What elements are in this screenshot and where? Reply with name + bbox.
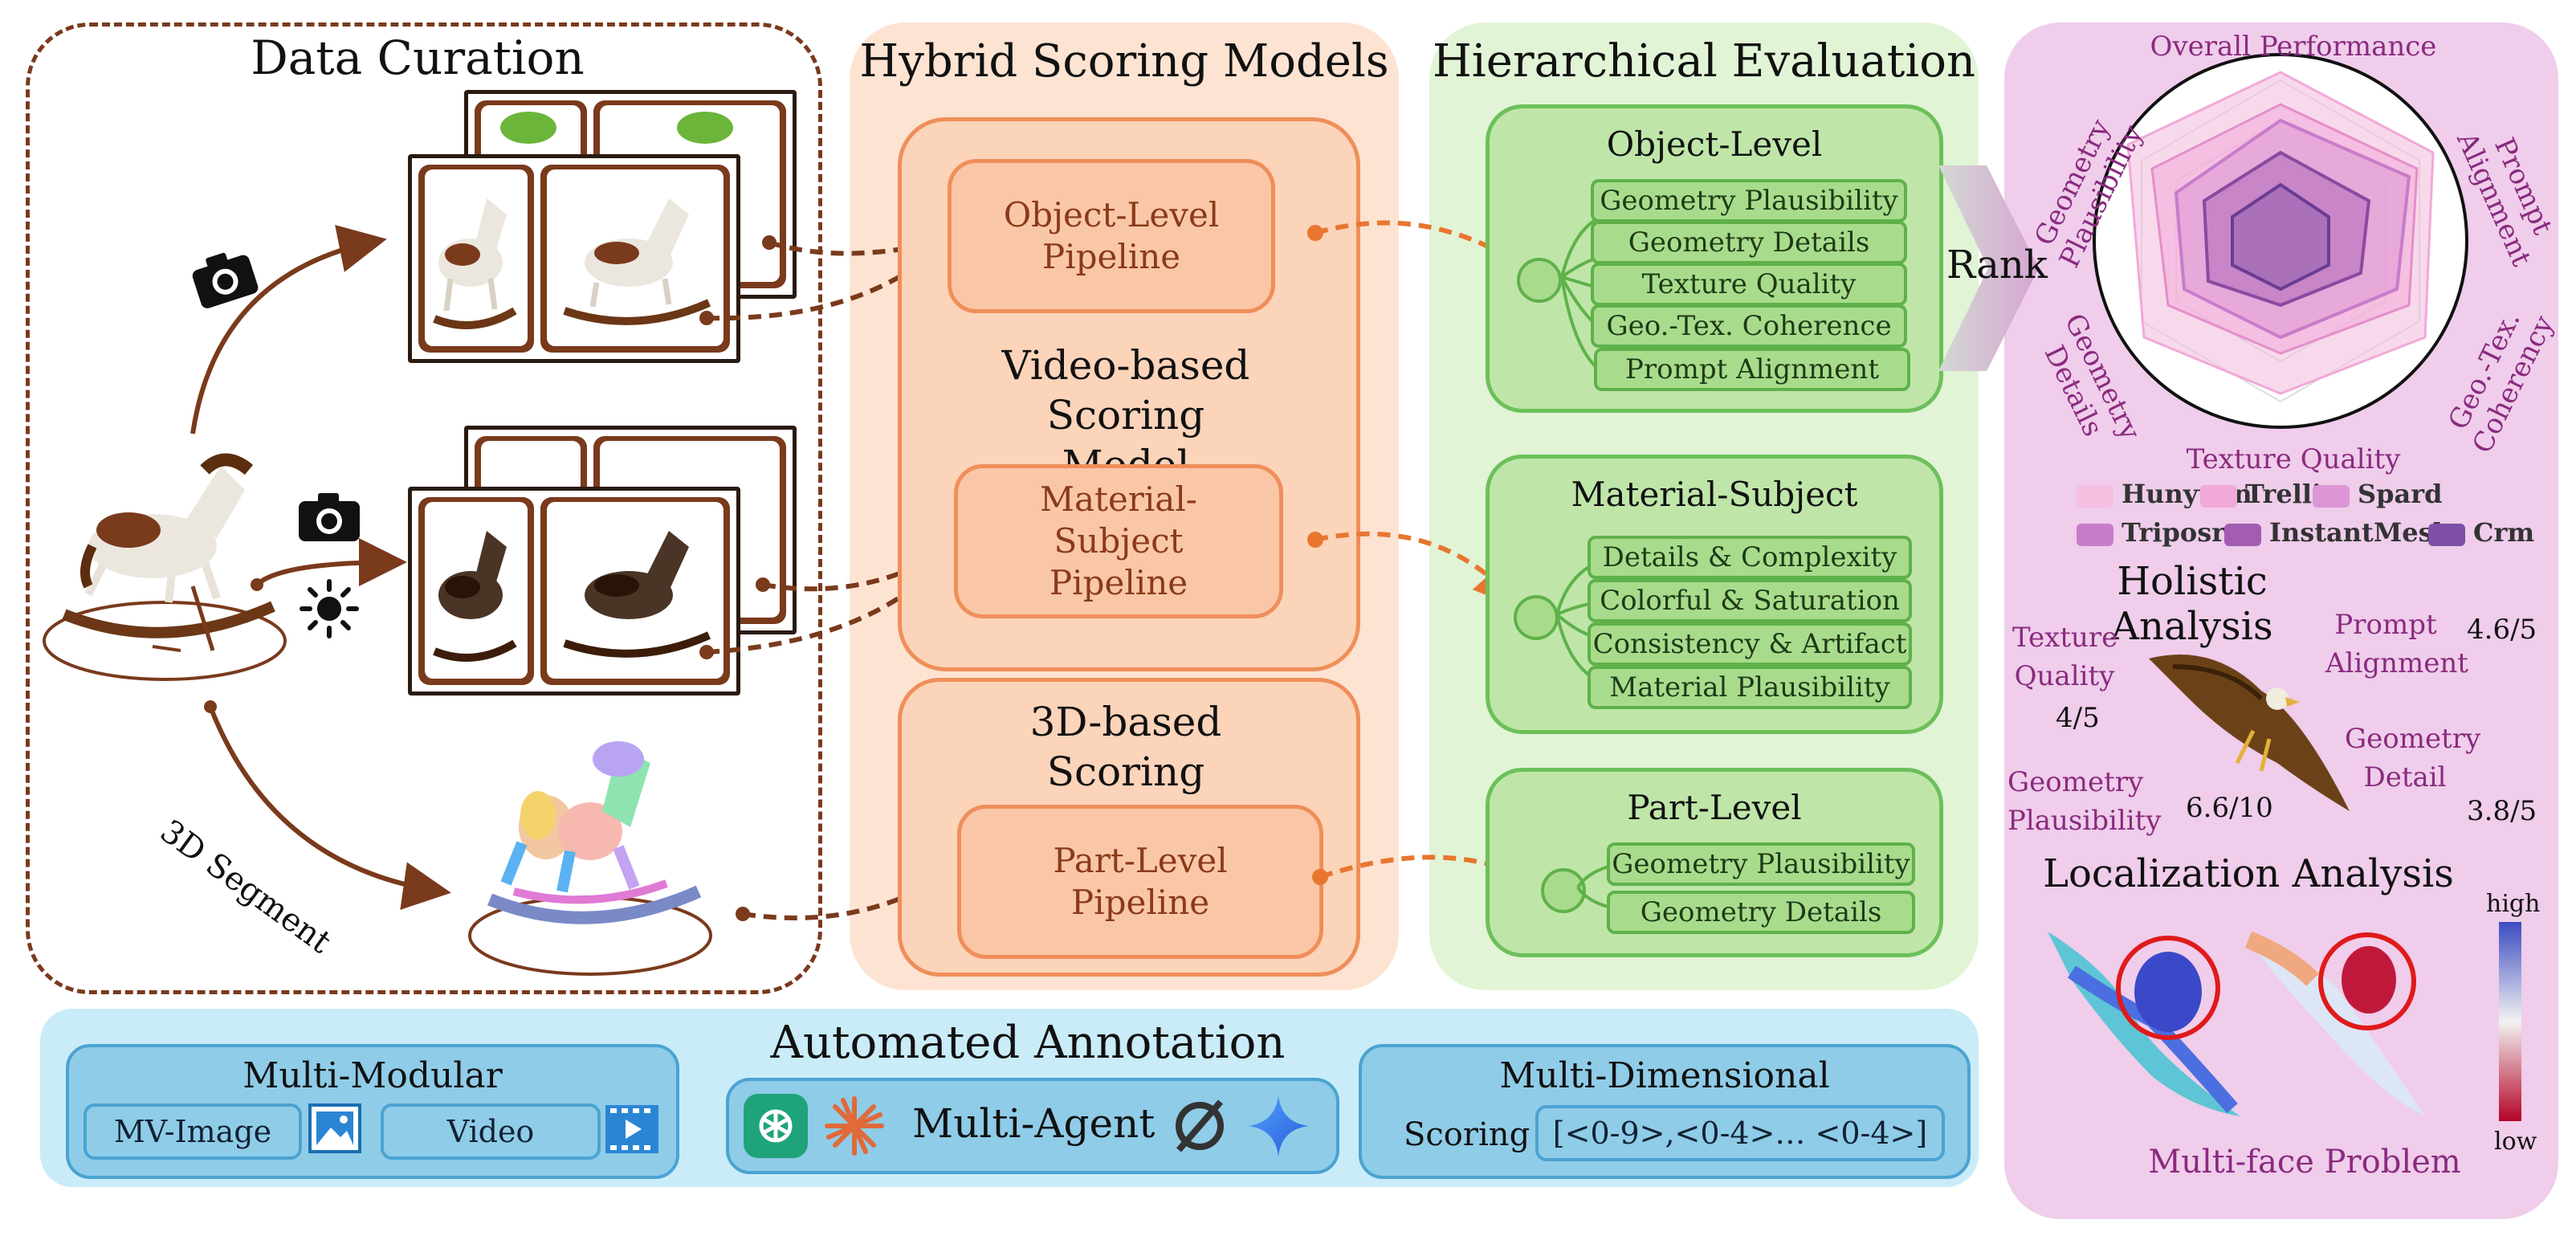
metric-prompt-alignment: Prompt Alignment [1594,348,1910,391]
scoring-title: Hybrid Scoring Models [859,35,1389,88]
camera-icon [299,493,360,541]
image-icon [308,1103,361,1153]
eagle-image [2149,655,2350,811]
metric-material-plausibility: Material Plausibility [1588,666,1912,709]
legend-label: Crm [2473,517,2535,548]
green-object-image [677,112,733,144]
chatgpt-icon [744,1094,808,1158]
eval-group-material-subject: Material-Subject Details & Complexity Co… [1486,455,1943,734]
legend-item: Triposr [2077,517,2225,548]
multi-agent-label: Multi-Agent [912,1100,1156,1147]
holistic-geodetail-label: Geometry Detail [2345,723,2481,793]
curation-to-scoring-connectors [699,226,963,921]
eval-group-title: Part-Level [1627,788,1802,827]
holistic-texture-label: Texture Quality [2012,622,2118,692]
video-label: Video [446,1114,535,1149]
radar-chart [2093,53,2468,429]
metric-geometry-plausibility: Geometry Plausibility [1591,179,1907,222]
eval-group-part-level: Part-Level Geometry Plausibility Geometr… [1486,768,1943,957]
scoring-range-chip: [<0-9>,<0-4>… <0-4>] [1535,1105,1945,1161]
metric-geo-tex-coherence: Geo.-Tex. Coherence [1591,304,1907,348]
rank-chevron [1938,165,2039,371]
gemini-icon [1248,1095,1309,1156]
holistic-prompt-label: Prompt Alignment [2325,609,2468,679]
object-level-pipeline-label: Object-Level Pipeline [1003,195,1220,276]
horse-view-image [433,531,517,662]
scoring-range-label: [<0-9>,<0-4>… <0-4>] [1552,1116,1928,1151]
legend-label: InstantMesh [2269,517,2452,548]
heat-colorbar [2499,922,2521,1121]
holistic-geodetail-score: 3.8/5 [2467,795,2537,827]
metric-colorful-saturation: Colorful & Saturation [1588,579,1912,622]
horse-view-image [563,198,711,325]
colorbar-low-label: low [2494,1128,2537,1156]
horse-view-image [433,198,517,329]
metric-consistency-artifact: Consistency & Artifact [1588,622,1912,666]
holistic-geoplaus-label: Geometry Plausibility [2007,766,2162,837]
mv-image-chip: MV-Image [84,1103,302,1160]
eval-group-object-level: Object-Level Geometry Plausibility Geome… [1486,104,1943,413]
video-scoring-model-label: Video-based Scoring Model [1001,342,1250,488]
eval-group-title: Material-Subject [1571,475,1858,514]
multi-face-caption: Multi-face Problem [2148,1144,2461,1181]
holistic-analysis-title: Holistic Analysis [2111,559,2273,649]
mv-image-label: MV-Image [113,1114,272,1149]
metric-details-complexity: Details & Complexity [1588,536,1912,579]
radar-axis-label: Texture Quality [2186,443,2401,475]
mv-image-frame-front [408,154,740,363]
holistic-geoplaus-score: 6.6/10 [2186,792,2273,824]
legend-item: InstantMesh [2224,517,2452,548]
part-level-pipeline-label: Part-Level Pipeline [1053,841,1228,922]
mv-image-frame-front-lit [408,487,740,695]
multi-dimensional-title: Multi-Dimensional [1499,1055,1830,1096]
metric-texture-quality: Texture Quality [1591,263,1907,306]
holistic-prompt-score: 4.6/5 [2467,614,2537,646]
sun-icon [300,579,359,638]
holistic-texture-score: 4/5 [2056,702,2100,734]
data-curation-title: Data Curation [251,31,585,85]
rank-label: Rank [1946,243,2048,288]
scoring-label: Scoring [1404,1116,1531,1153]
eval-hub [1514,595,1559,640]
legend-item: Spard [2313,479,2442,509]
claude-icon [825,1096,884,1156]
metric-geometry-details: Geometry Details [1591,221,1907,264]
green-object-image [500,112,556,144]
localization-analysis-title: Localization Analysis [2043,851,2454,896]
evaluation-title: Hierarchical Evaluation [1432,35,1976,88]
rocking-horse-image [43,453,287,681]
radar-axis-label: Overall Performance [2150,31,2437,63]
multi-modular-title: Multi-Modular [243,1055,503,1096]
curation-region [26,22,822,994]
annotation-title: Automated Annotation [770,1017,1286,1069]
curation-arrows [190,225,451,910]
segmented-horse-image [468,741,712,976]
part-level-pipeline: Part-Level Pipeline [957,805,1323,959]
colorbar-high-label: high [2486,890,2541,918]
legend-label: Spard [2358,479,2443,509]
object-level-pipeline: Object-Level Pipeline [948,159,1275,313]
legend-item: Crm [2428,517,2534,548]
grok-icon [1176,1099,1224,1152]
eval-group-title: Object-Level [1606,124,1823,164]
material-subject-pipeline-label: Material-Subject Pipeline [1040,479,1197,602]
metric-part-geometry-details: Geometry Details [1607,891,1915,934]
video-icon [605,1105,658,1153]
horse-view-image [563,531,711,658]
eval-hub [1517,258,1562,303]
multi-face-render-a [2048,932,2240,1116]
metric-part-geometry-plausibility: Geometry Plausibility [1607,842,1915,886]
material-subject-pipeline: Material-Subject Pipeline [954,464,1283,618]
multi-face-render-b [2244,931,2425,1116]
camera-icon [192,252,259,308]
legend-label: Triposr [2122,517,2226,548]
video-chip: Video [381,1103,601,1160]
